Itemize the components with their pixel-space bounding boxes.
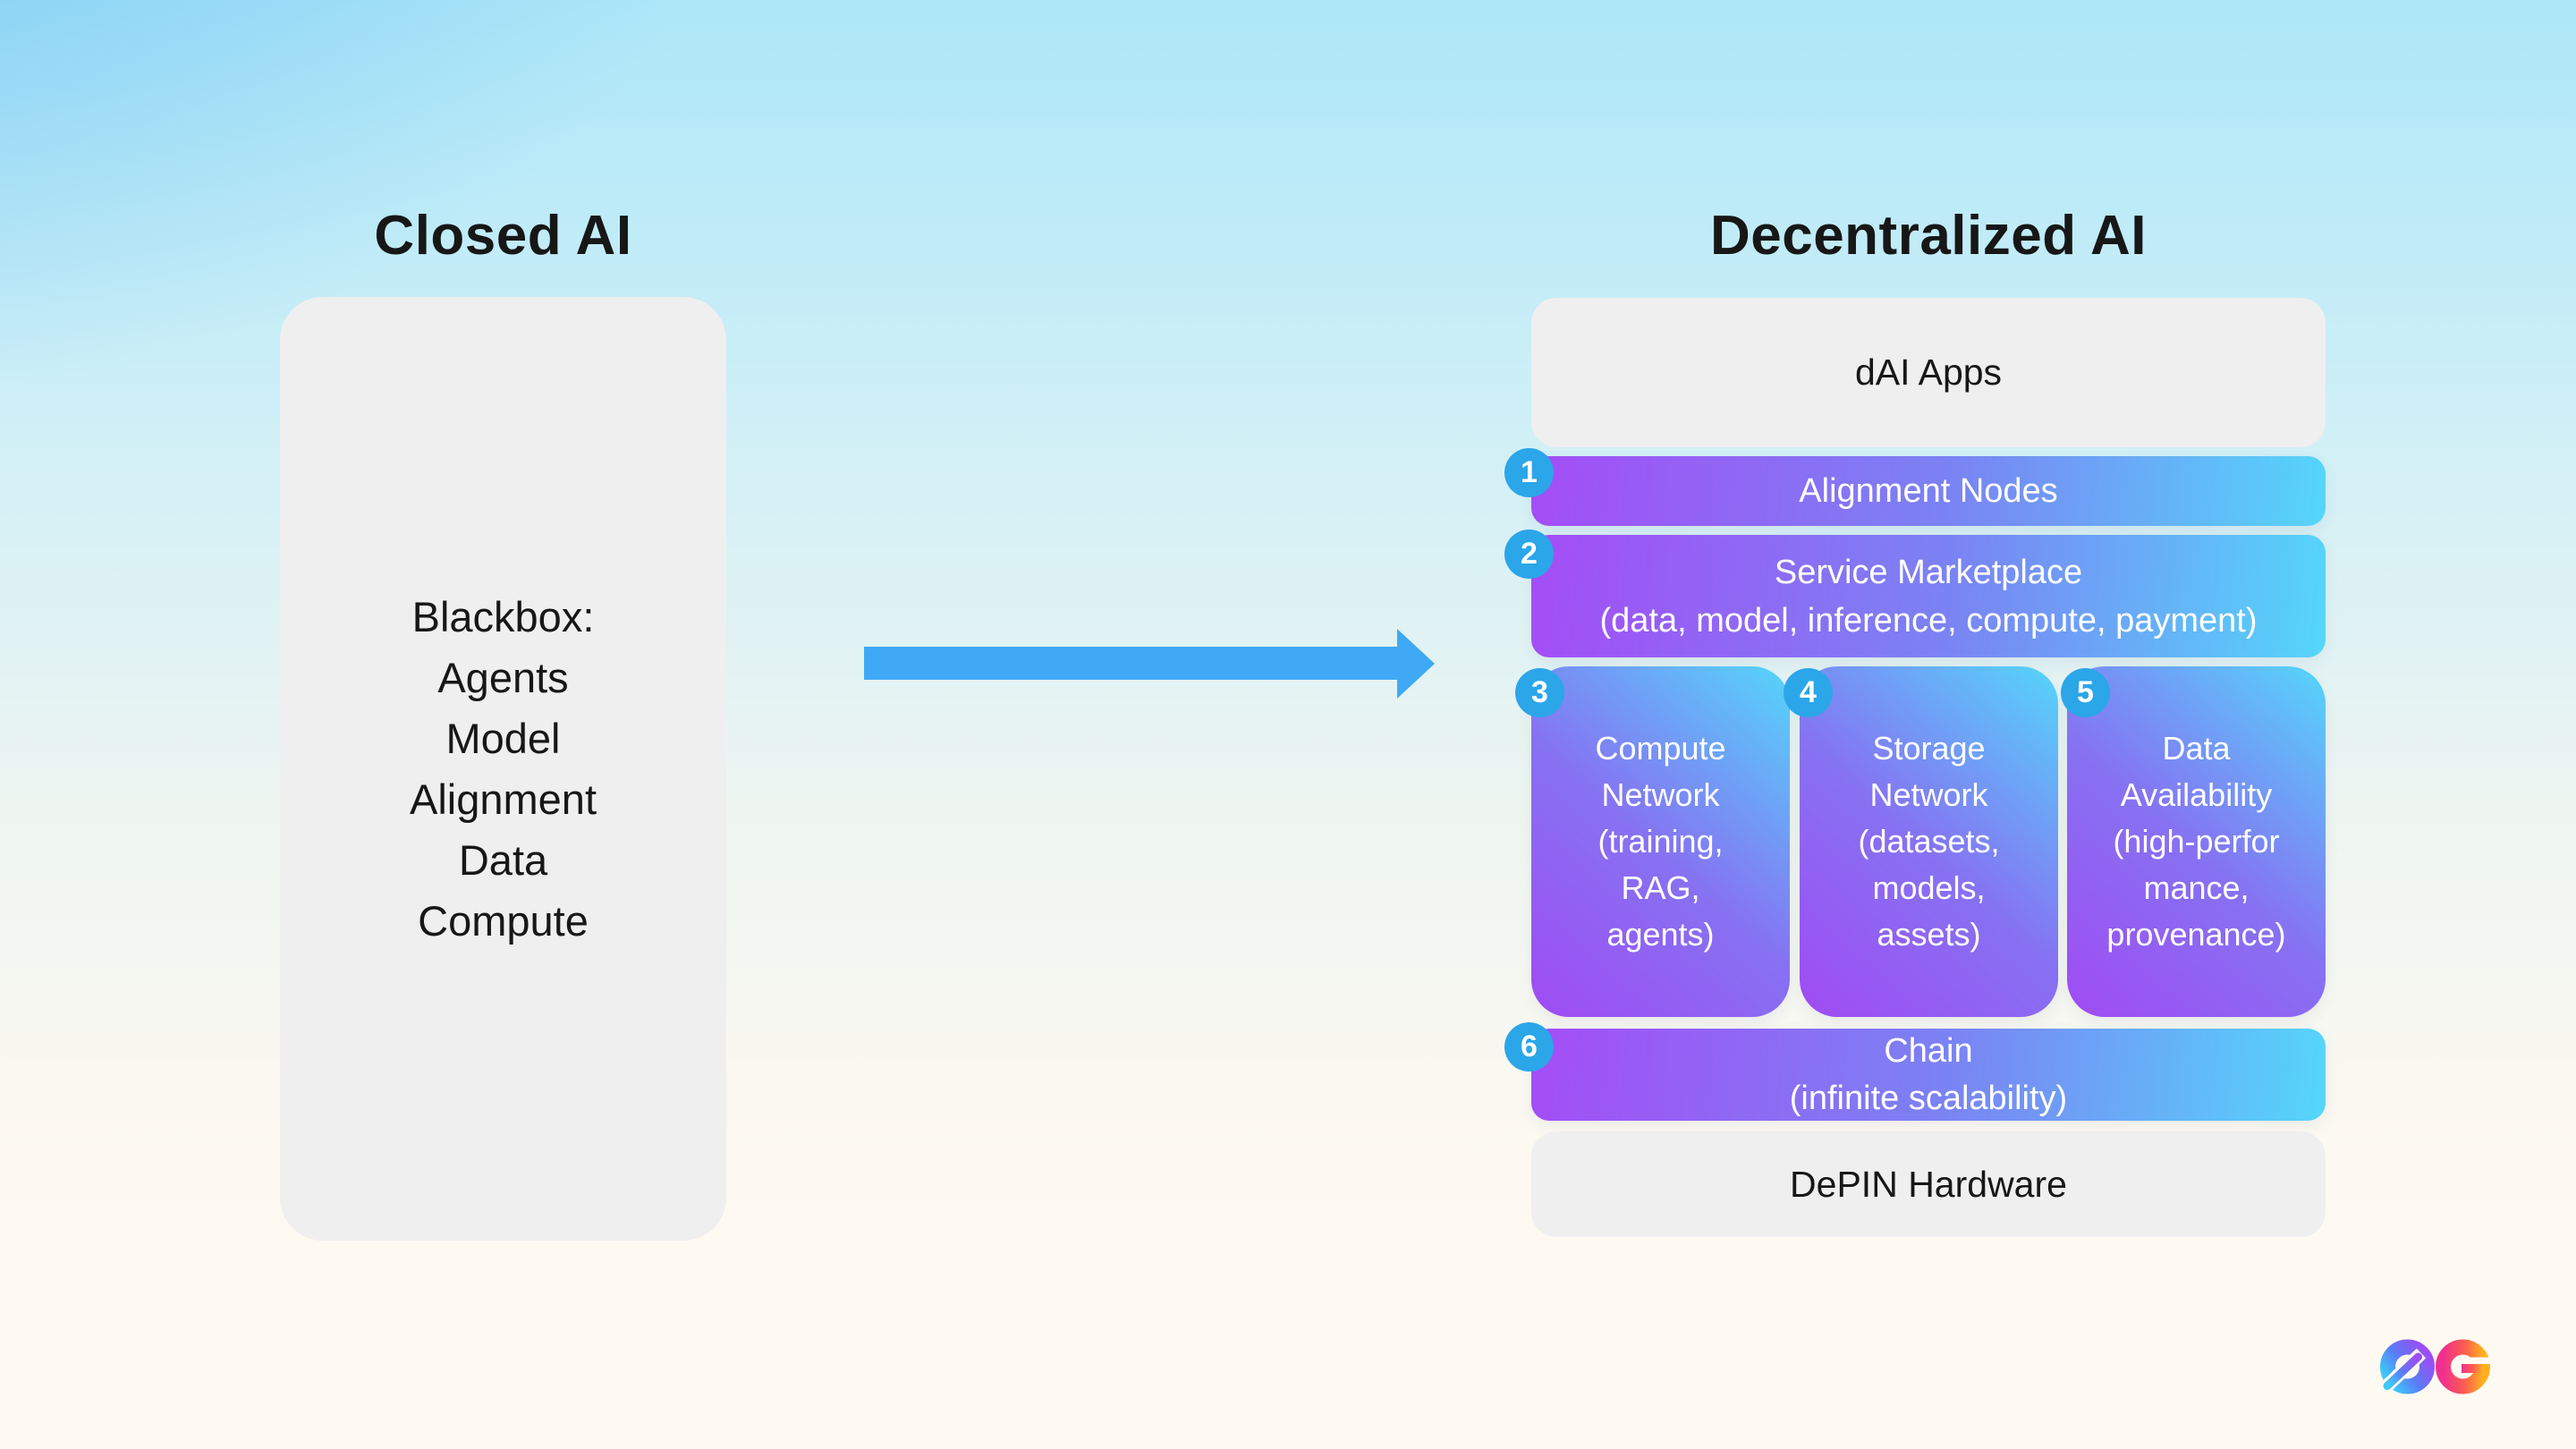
layer-data-availability: Data Availability (high-perfor mance, pr… [2067,666,2326,1017]
badge-1: 1 [1504,448,1554,497]
layer-service-marketplace: Service Marketplace (data, model, infere… [1531,535,2326,657]
closed-ai-box: Blackbox: Agents Model Alignment Data Co… [280,297,726,1241]
data-availability-label: Data Availability (high-perfor mance, pr… [2106,730,2286,953]
badge-4: 4 [1784,668,1833,717]
storage-network-label: Storage Network (datasets, models, asset… [1858,730,2000,953]
g-glyph [2436,1339,2491,1394]
chain-label: Chain (infinite scalability) [1789,1031,2068,1117]
layer-chain: Chain (infinite scalability) [1531,1029,2326,1121]
closed-ai-title: Closed AI [374,205,632,267]
service-marketplace-label: Service Marketplace (data, model, infere… [1599,553,2258,640]
decentralized-ai-title: Decentralized AI [1709,205,2148,267]
right-arrow-icon [864,629,1435,699]
badge-3: 3 [1515,668,1564,717]
compute-network-label: Compute Network (training, RAG, agents) [1595,730,1726,953]
alignment-nodes-label: Alignment Nodes [1799,471,2058,510]
layer-dai-apps: dAI Apps [1531,298,2326,447]
badge-6: 6 [1504,1022,1554,1072]
zero-glyph [2380,1339,2435,1394]
dai-apps-label: dAI Apps [1854,352,2003,393]
badge-2: 2 [1504,530,1554,579]
badge-5: 5 [2061,668,2110,717]
depin-hardware-label: DePIN Hardware [1790,1163,2067,1205]
layer-storage-network: Storage Network (datasets, models, asset… [1800,666,2058,1017]
blackbox-text: Blackbox: Agents Model Alignment Data Co… [410,592,597,945]
layer-compute-network: Compute Network (training, RAG, agents) [1531,666,1790,1017]
layer-alignment-nodes: Alignment Nodes [1531,456,2326,526]
0g-logo-icon [2380,1339,2491,1394]
layer-depin-hardware: DePIN Hardware [1531,1131,2326,1237]
